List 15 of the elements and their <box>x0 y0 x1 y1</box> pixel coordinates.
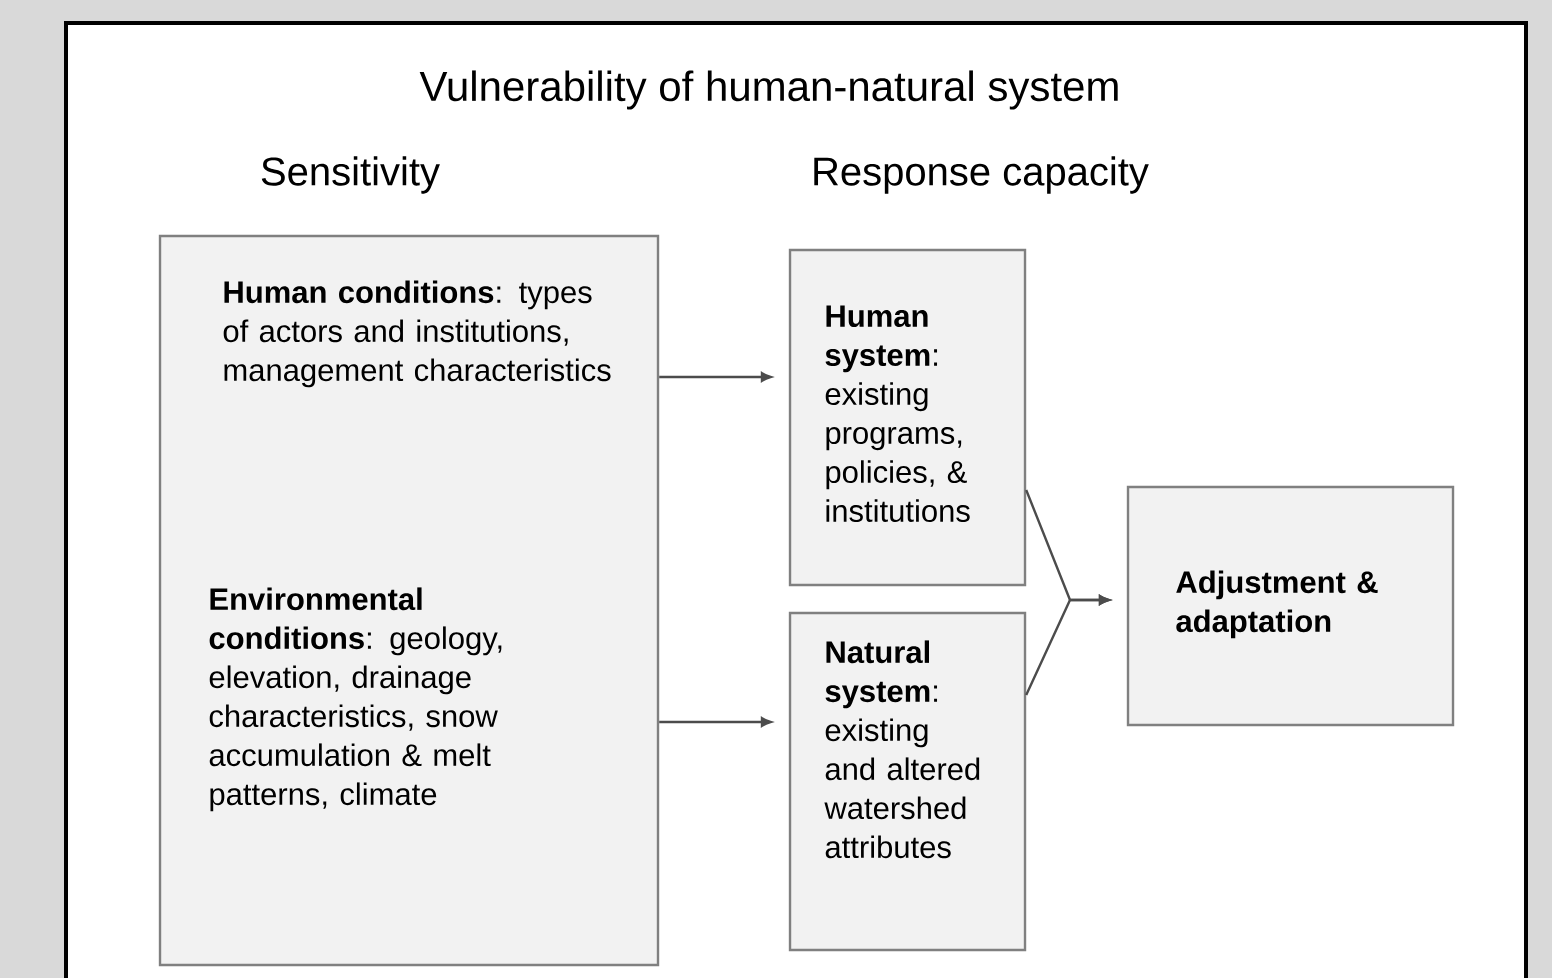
arrow <box>659 372 772 382</box>
process-box <box>788 611 1027 952</box>
title: Vulnerability of human-natural system <box>419 70 1118 110</box>
box-text: Human system: existing programs, policies, & institutions <box>825 305 970 523</box>
box-text: Adjustment & adaptation <box>1176 570 1378 639</box>
box-text: Natural system: existing and altered watershed attributes <box>824 640 980 859</box>
process-box <box>1126 485 1455 727</box>
column-heading: Response capacity <box>814 156 1149 194</box>
box-text: Environmental conditions: geology, elevation, drainage characteristics, snow accumulation & melt patterns, climate <box>209 587 502 812</box>
arrow <box>1025 595 1110 696</box>
box-text: Human conditions: types of actors and institutions, management characteristics <box>223 280 611 388</box>
process-box <box>788 248 1027 587</box>
process-box <box>158 156 660 967</box>
column-heading: Sensitivity <box>261 156 440 194</box>
arrow <box>659 717 772 727</box>
